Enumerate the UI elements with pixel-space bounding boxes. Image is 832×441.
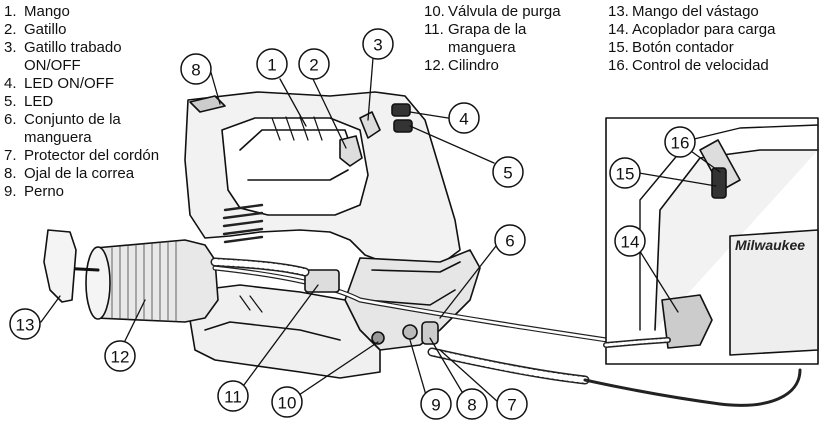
legend-item: 16.Control de velocidad [608,57,775,75]
legend-number: 11. [424,21,444,38]
legend-number: 5. [4,93,17,110]
callout-number: 9 [431,396,440,415]
legend-item: 12.Cilindro [424,57,561,75]
tool-body [184,91,481,379]
callout-number: 13 [16,316,35,335]
callout-number: 5 [503,164,512,183]
callout-number: 12 [111,348,130,367]
callout-6: 6 [494,224,526,256]
legend-item: 11.Grapa de la manguera [424,21,561,57]
callout-14: 14 [614,225,646,257]
legend-label: Perno [24,183,65,200]
detail-inset: Milwaukee [603,117,819,365]
legend-number: 3. [4,39,17,56]
legend-number: 15. [608,39,629,56]
legend-item: 10.Válvula de purga [424,3,561,21]
legend-number: 2. [4,21,17,38]
legend-label: Ojal de la correa [24,165,135,182]
callout-11: 11 [217,380,249,412]
legend-number: 7. [4,147,17,164]
legend-item: 15.Botón contador [608,39,775,57]
callout-number: 10 [278,394,297,413]
callout-number: 2 [309,56,318,75]
callout-number: 14 [621,233,640,252]
legend-label: Mango [24,3,70,20]
legend-label: Conjunto de la manguera [24,111,121,146]
legend-number: 1. [4,3,17,20]
legend-label: Mango del vástago [632,3,759,20]
legend-label: LED ON/OFF [24,75,115,92]
callout-10: 10 [271,386,303,418]
brand-logo: Milwaukee [735,237,805,253]
legend-left: 1. Mango 2. Gatillo 3. Gatillo trabado ON/OFF… [4,3,159,201]
legend-number: 16. [608,57,629,74]
legend-number: 10. [424,3,445,20]
legend-label: Gatillo [24,21,67,38]
callout-8: 8 [180,53,212,85]
legend-item: 2. Gatillo [4,21,159,39]
callout-7: 7 [496,388,528,420]
callout-2: 2 [298,48,330,80]
legend-item: 14.Acoplador para carga [608,21,775,39]
legend-label: Gatillo trabado ON/OFF [24,39,122,74]
callout-5: 5 [492,156,524,188]
legend-number: 13. [608,3,629,20]
legend-label: Acoplador para carga [632,21,776,38]
legend-item: 4. LED ON/OFF [4,75,159,93]
callout-8: 8 [456,388,488,420]
callout-12: 12 [104,340,136,372]
callout-number: 4 [459,110,468,129]
legend-item: 7. Protector del cordón [4,147,159,165]
legend-label: Control de velocidad [632,57,769,74]
legend-item: 3. Gatillo trabado ON/OFF [4,39,159,75]
callout-1: 1 [256,48,288,80]
callout-15: 15 [609,157,641,189]
legend-number: 4. [4,75,17,92]
legend-item: 9. Perno [4,183,159,201]
leader-lines [40,57,721,403]
cylinder [43,229,219,323]
callout-13: 13 [9,308,41,340]
legend-number: 6. [4,111,17,128]
legend-label: Grapa de la manguera [448,21,527,56]
callout-number: 8 [191,61,200,80]
legend-label: Válvula de purga [448,3,561,20]
legend-item: 13.Mango del vástago [608,3,775,21]
legend-number: 12. [424,57,445,74]
trigger [339,135,363,167]
legend-label: Botón contador [632,39,734,56]
legend-number: 9. [4,183,17,200]
callout-number: 7 [507,396,516,415]
legend-number: 14. [608,21,629,38]
callout-3: 3 [362,28,394,60]
callout-number: 6 [505,232,514,251]
callout-16: 16 [664,126,696,158]
legend-number: 8. [4,165,17,182]
legend-item: 5. LED [4,93,159,111]
callout-4: 4 [448,102,480,134]
legend-label: LED [24,93,54,110]
callout-number: 8 [467,396,476,415]
legend-item: 6. Conjunto de la manguera [4,111,159,147]
legend-item: 8. Ojal de la correa [4,165,159,183]
legend-label: Protector del cordón [24,147,160,164]
legend-item: 1. Mango [4,3,159,21]
legend-label: Cilindro [448,57,499,74]
callout-number: 1 [267,56,276,75]
callout-number: 15 [616,165,635,184]
callout-number: 3 [373,36,382,55]
callout-number: 16 [671,134,690,153]
callout-9: 9 [420,388,452,420]
callout-number: 11 [224,388,242,407]
